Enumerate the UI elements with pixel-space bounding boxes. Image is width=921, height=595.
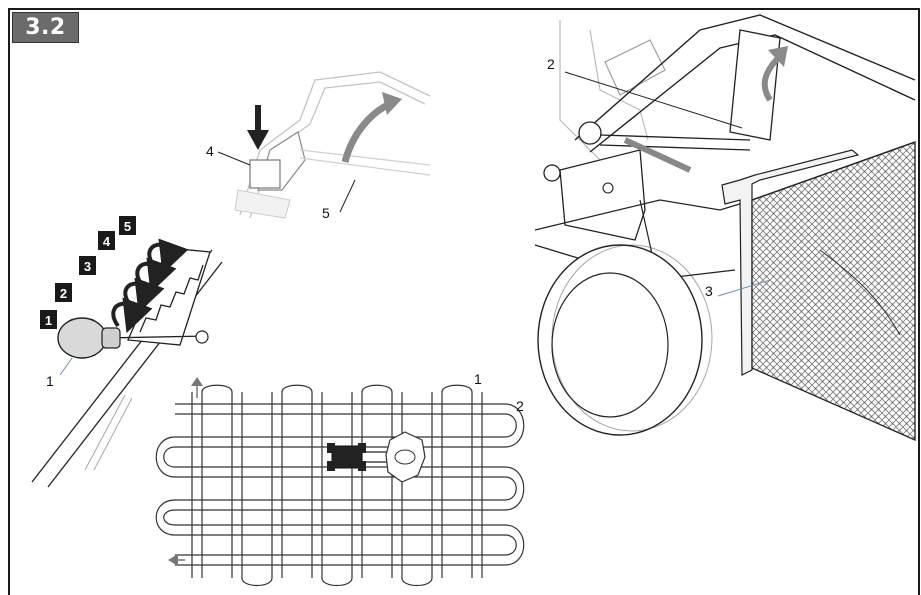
- handle-pedal-drawing: [217, 71, 431, 219]
- mowing-pattern-diagram: [155, 377, 525, 587]
- callout-handle-lever: 5: [322, 205, 330, 221]
- mower-rear-drawing: [534, 14, 916, 441]
- mower-icon: [327, 431, 426, 483]
- section-number-badge: 3.2: [12, 12, 79, 43]
- svg-text:1: 1: [45, 313, 52, 328]
- callout-deck-lever: 2: [547, 56, 555, 72]
- svg-text:3: 3: [84, 259, 91, 274]
- svg-text:2: 2: [60, 286, 67, 301]
- callout-handle-knob: 1: [46, 373, 54, 389]
- callout-grass-bag: 3: [705, 283, 713, 299]
- handle-height-adjust-drawing: [31, 238, 223, 488]
- svg-text:4: 4: [103, 234, 111, 249]
- step-badge-5: 5: [119, 216, 136, 235]
- step-badge-2: 2: [55, 283, 72, 302]
- step-badge-4: 4: [98, 231, 115, 250]
- pattern-columns: [191, 392, 483, 578]
- callout-pattern-2: 2: [516, 398, 524, 414]
- callout-pattern-1: 1: [474, 371, 482, 387]
- svg-text:5: 5: [124, 219, 131, 234]
- step-badge-1: 1: [40, 310, 57, 329]
- step-badge-3: 3: [79, 256, 96, 275]
- callout-handle-pedal: 4: [206, 143, 214, 159]
